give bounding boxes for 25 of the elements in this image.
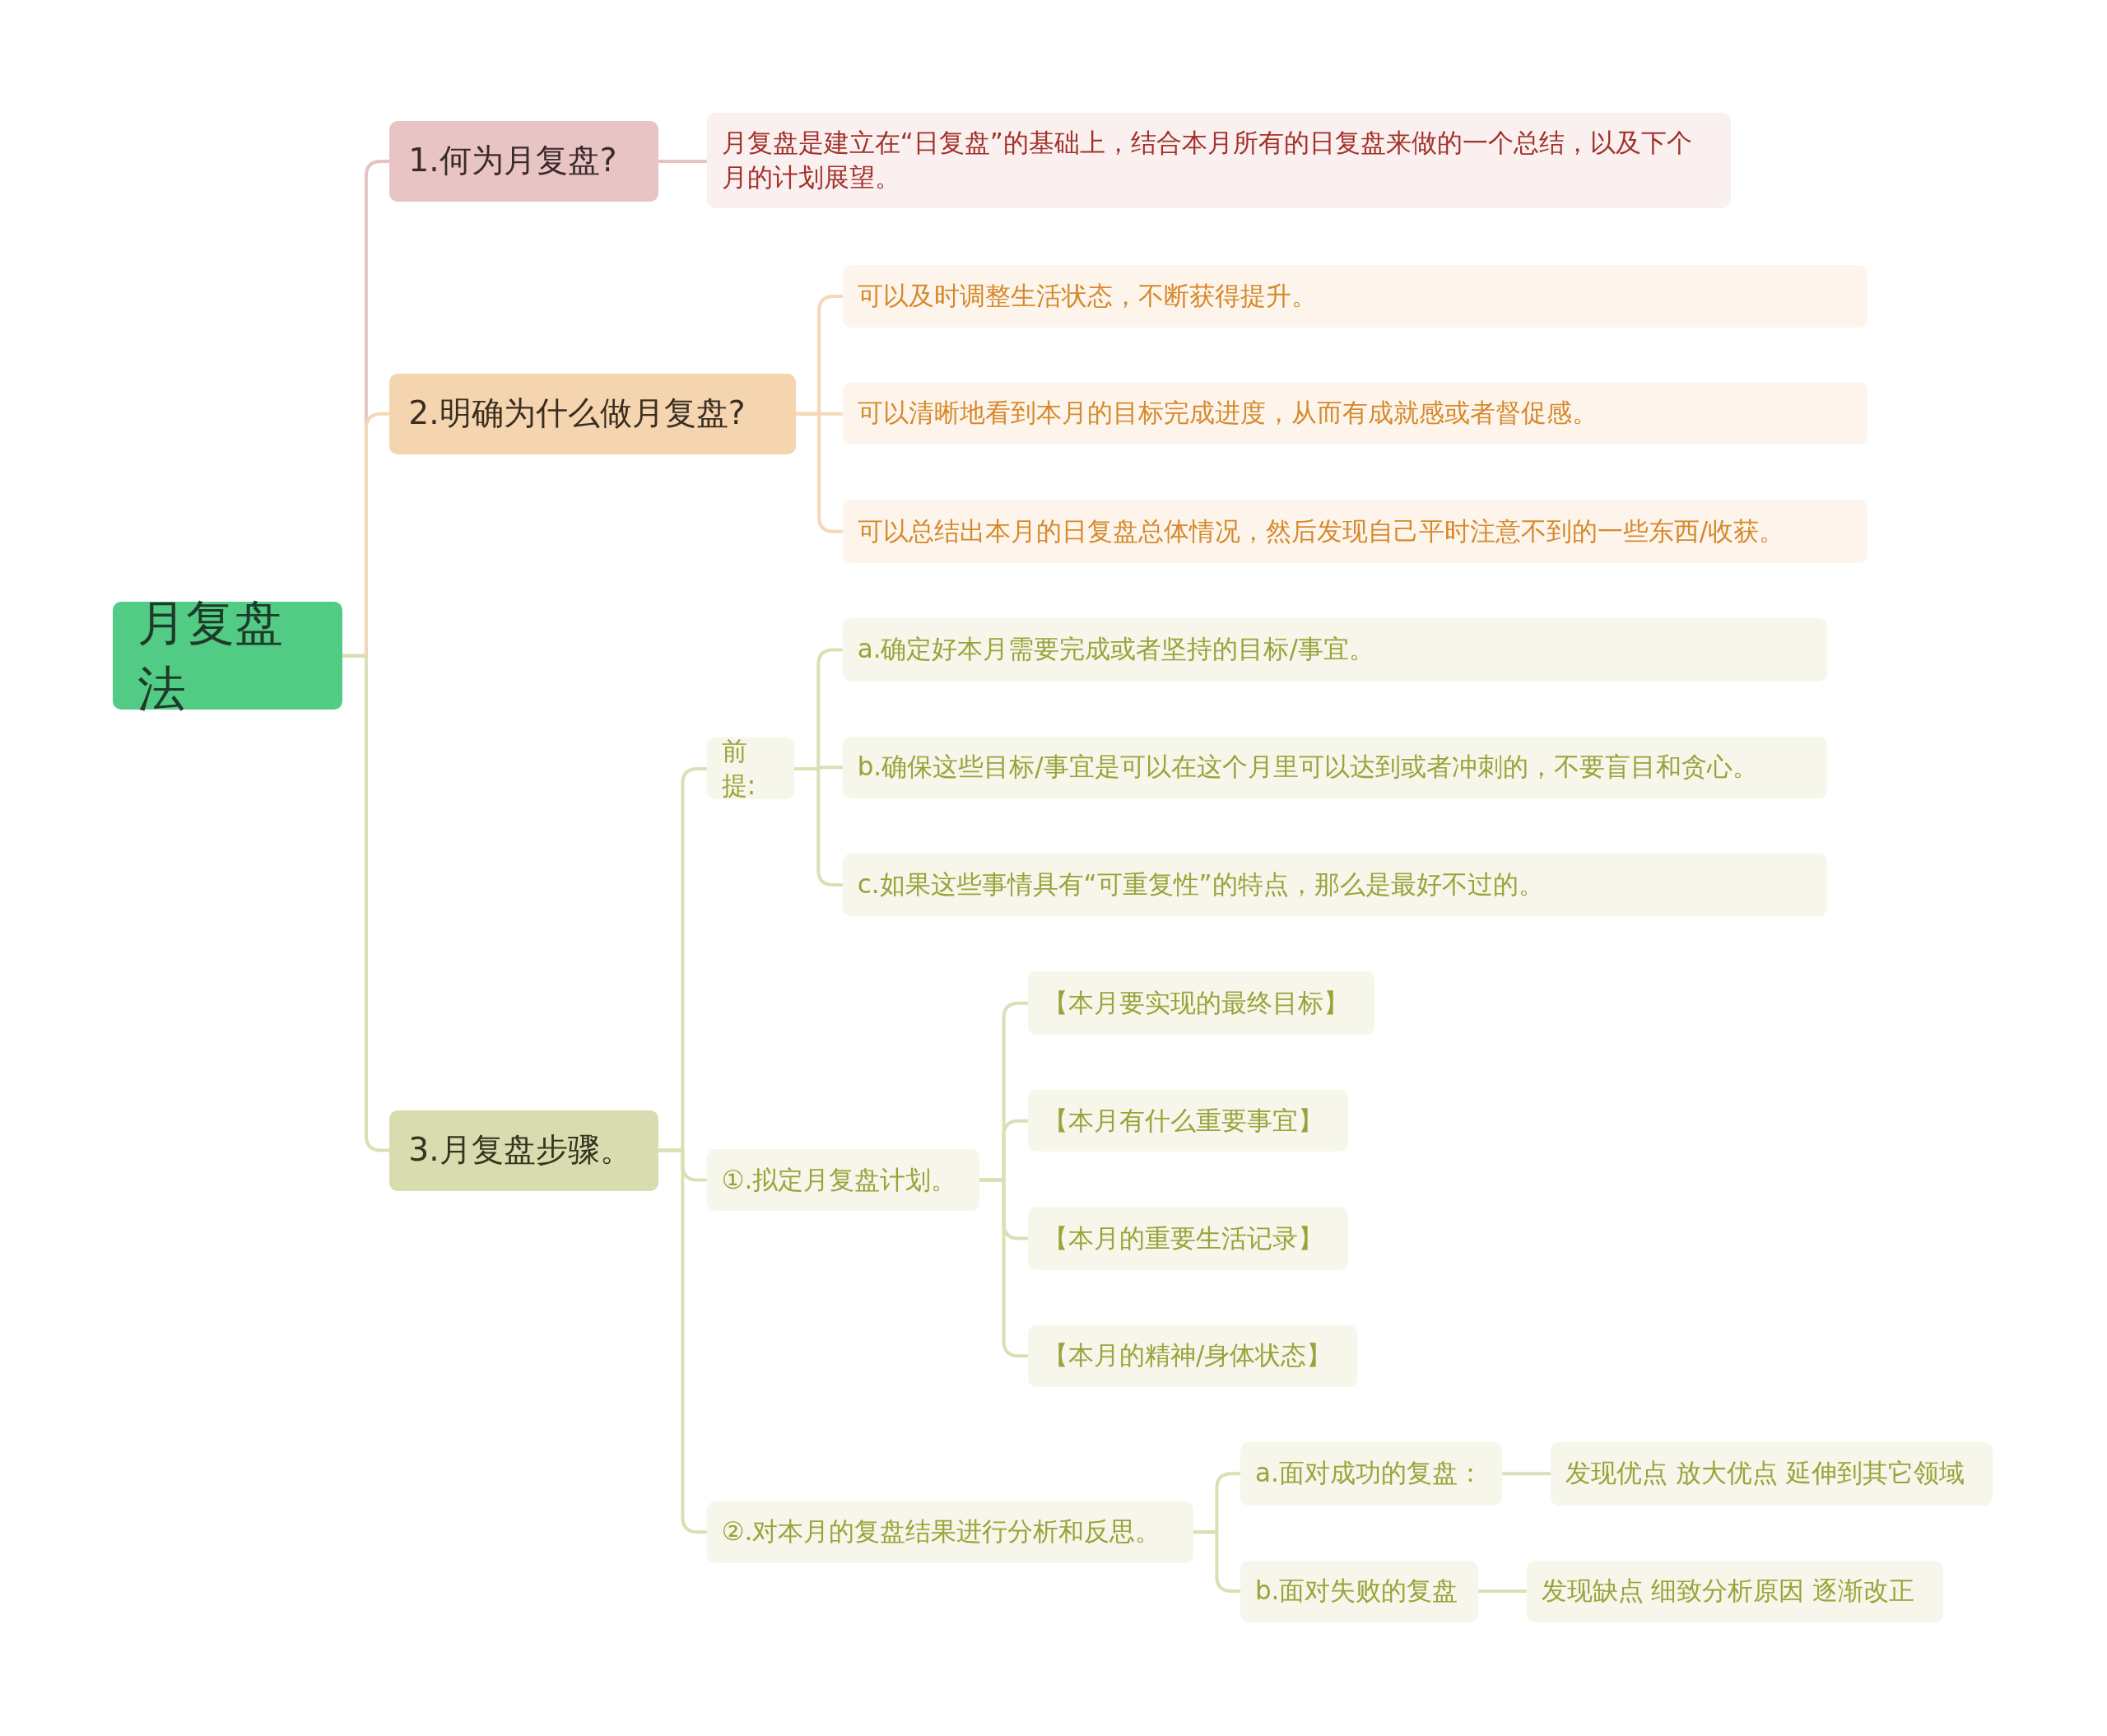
subtopic-box: 可以清晰地看到本月的目标完成进度，从而有成就感或者督促感。 xyxy=(842,381,1868,445)
central-topic-box: 月复盘法 xyxy=(113,602,343,710)
subtopic-box: 前提: xyxy=(706,738,794,800)
subtopic-box: 发现优点 放大优点 延伸到其它领域 xyxy=(1551,1441,1993,1506)
subtopic-box: c.如果这些事情具有“可重复性”的特点，那么是最好不过的。 xyxy=(842,853,1828,917)
connector-line xyxy=(1477,1589,1527,1594)
subtopic-box: 【本月有什么重要事宜】 xyxy=(1027,1090,1348,1152)
topic-box: 2.明确为什么做月复盘? xyxy=(389,373,796,454)
subtopic-box: ②.对本月的复盘结果进行分析和反思。 xyxy=(706,1501,1193,1563)
subtopic-box: 【本月要实现的最终目标】 xyxy=(1027,971,1375,1036)
subtopic-box: b.面对失败的复盘 xyxy=(1240,1560,1478,1622)
topic-box: 1.何为月复盘? xyxy=(389,120,658,202)
subtopic-box: 可以及时调整生活状态，不断获得提升。 xyxy=(842,264,1868,328)
connector-line xyxy=(1502,1472,1551,1476)
subtopic-box: a.确定好本月需要完成或者坚持的目标/事宜。 xyxy=(842,618,1828,682)
subtopic-box: b.确保这些目标/事宜是可以在这个月里可以达到或者冲刺的，不要盲目和贪心。 xyxy=(842,736,1828,798)
subtopic-box: 月复盘是建立在“日复盘”的基础上，结合本月所有的日复盘来做的一个总结，以及下个月的计划展望。 xyxy=(706,113,1731,209)
subtopic-box: 可以总结出本月的日复盘总体情况，然后发现自己平时注意不到的一些东西/收获。 xyxy=(842,500,1868,564)
subtopic-box: 【本月的重要生活记录】 xyxy=(1027,1207,1348,1270)
subtopic-box: 【本月的精神/身体状态】 xyxy=(1027,1324,1357,1387)
subtopic-box: 发现缺点 细致分析原因 逐渐改正 xyxy=(1526,1560,1943,1622)
subtopic-box: a.面对成功的复盘： xyxy=(1240,1441,1503,1506)
topic-box: 3.月复盘步骤。 xyxy=(389,1110,658,1191)
connector-line xyxy=(658,159,707,163)
subtopic-box: ①.拟定月复盘计划。 xyxy=(706,1148,980,1211)
